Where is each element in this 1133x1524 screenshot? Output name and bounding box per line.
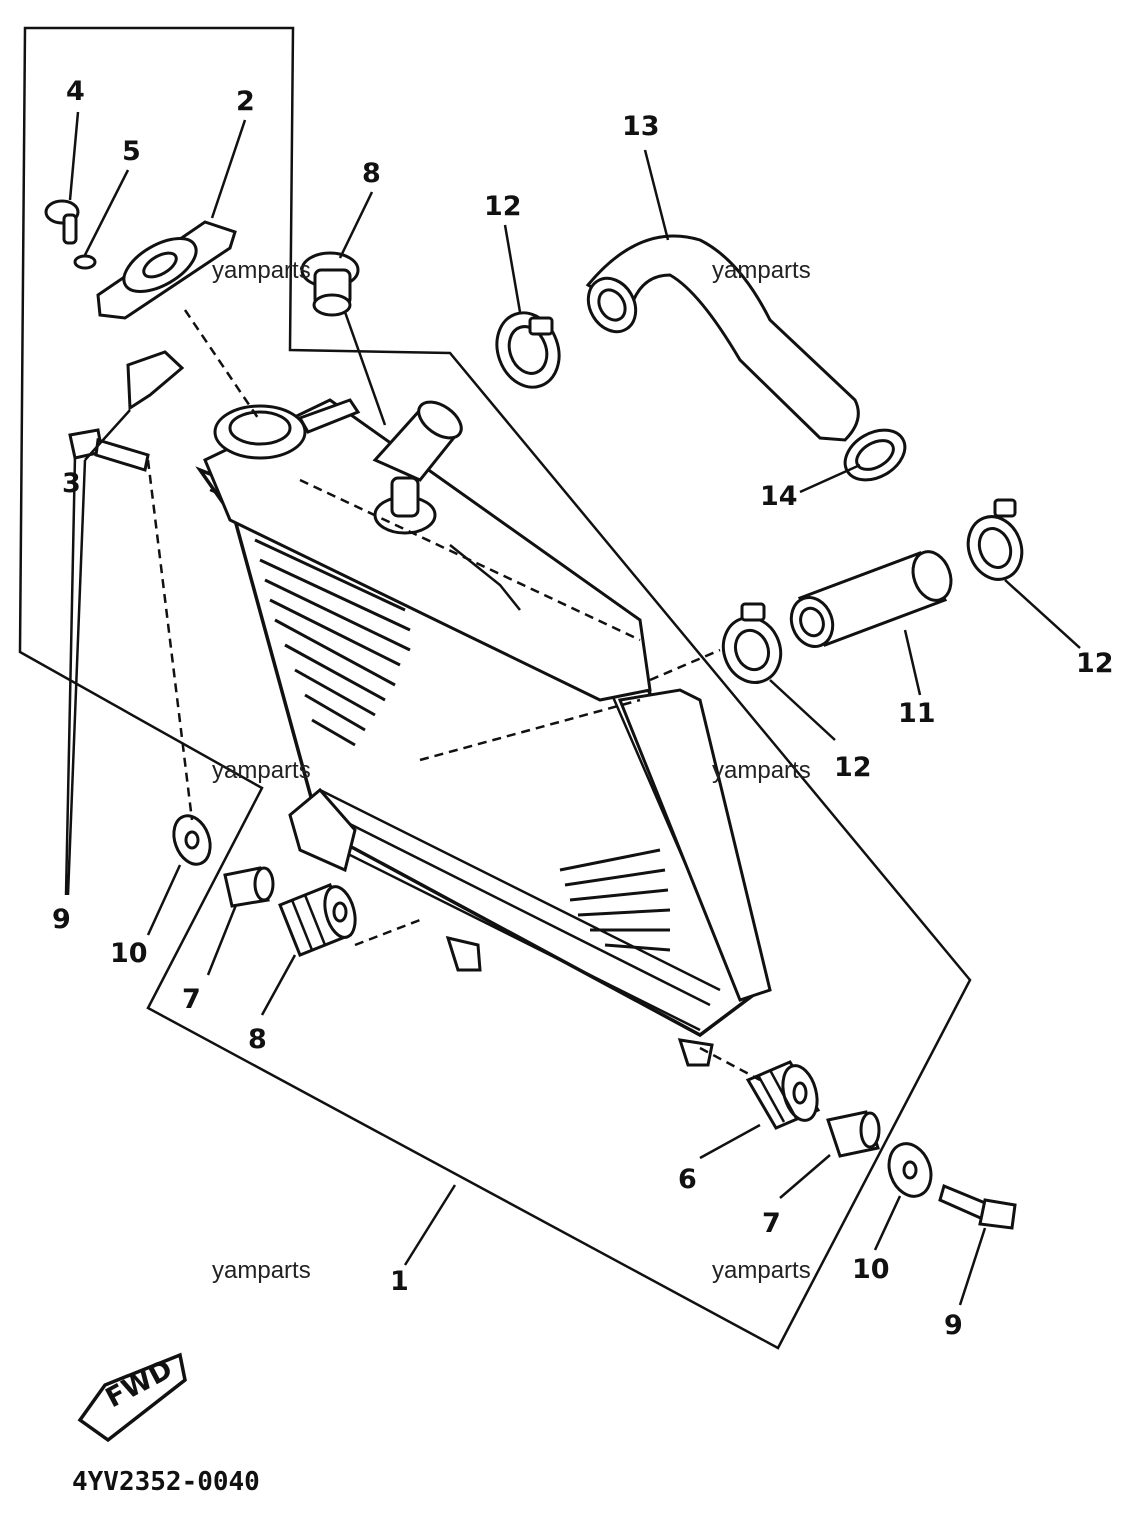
callout-4: 4 (66, 76, 85, 107)
callout-13: 13 (622, 111, 660, 142)
watermark: yamparts (212, 257, 311, 284)
watermark: yamparts (712, 757, 811, 784)
callout-9-left: 9 (52, 904, 71, 935)
radiator-core (195, 398, 772, 1067)
callout-5: 5 (122, 136, 141, 167)
callout-14: 14 (760, 481, 798, 512)
callout-12-right: 12 (1076, 648, 1114, 679)
callout-10-left: 10 (110, 938, 148, 969)
callout-11: 11 (898, 698, 936, 729)
callout-1: 1 (390, 1266, 409, 1297)
part-5-washer (73, 254, 97, 270)
callout-3: 3 (62, 468, 81, 499)
part-4-screw (44, 199, 80, 245)
callout-10-right: 10 (852, 1254, 890, 1285)
callout-7-right: 7 (762, 1208, 781, 1239)
part-3-bracket (126, 350, 185, 411)
callout-8-upper: 8 (362, 158, 381, 189)
radiator-inlet-pipe (372, 400, 463, 535)
part-12-clamp-upper (495, 311, 561, 389)
leader-lines (64, 111, 1081, 1306)
part-6-grommet-left (278, 883, 357, 957)
radiator-fins-left (254, 538, 411, 747)
callout-12-upper: 12 (484, 191, 522, 222)
watermarks: yamparts yamparts yamparts yamparts yamp… (212, 257, 811, 1284)
callout-9-right: 9 (944, 1310, 963, 1341)
watermark: yamparts (712, 1257, 811, 1284)
watermark: yamparts (212, 757, 311, 784)
alignment-lines (146, 309, 761, 1082)
fwd-label: FWD (101, 1354, 178, 1415)
part-9-bolt-left (68, 428, 150, 472)
fwd-arrow-icon: FWD (77, 1352, 187, 1443)
callout-7-left: 7 (182, 984, 201, 1015)
callout-2: 2 (236, 86, 255, 117)
part-13-upper-hose (585, 234, 860, 442)
callout-12-mid: 12 (834, 752, 872, 783)
callout-6-right: 6 (678, 1164, 697, 1195)
watermark: yamparts (212, 1257, 311, 1284)
radiator-fins-right (559, 848, 671, 952)
assembly-boundary (18, 26, 972, 1350)
part-12-clamp-mid (721, 602, 783, 684)
diagram-code: 4YV2352-0040 (72, 1467, 260, 1497)
part-8-grommet-upper (300, 251, 360, 317)
part-10-washer-right (887, 1142, 933, 1198)
callout-6-left: 8 (248, 1024, 267, 1055)
part-2-cap (96, 220, 237, 320)
watermark: yamparts (712, 257, 811, 284)
part-14-clamp (843, 428, 907, 482)
part-10-washer-left (172, 814, 212, 866)
part-12-clamp-right (966, 498, 1024, 581)
part-9-bolt-right (938, 1183, 1017, 1230)
part-6-grommet-right (745, 1060, 821, 1130)
part-7-collar-right (826, 1110, 881, 1158)
filler-neck (213, 398, 361, 460)
callouts: 4 5 2 3 8 12 13 14 12 11 12 9 10 7 8 6 7… (52, 76, 1114, 1341)
part-11-straight-hose (789, 550, 953, 648)
part-7-collar-left (223, 866, 275, 908)
